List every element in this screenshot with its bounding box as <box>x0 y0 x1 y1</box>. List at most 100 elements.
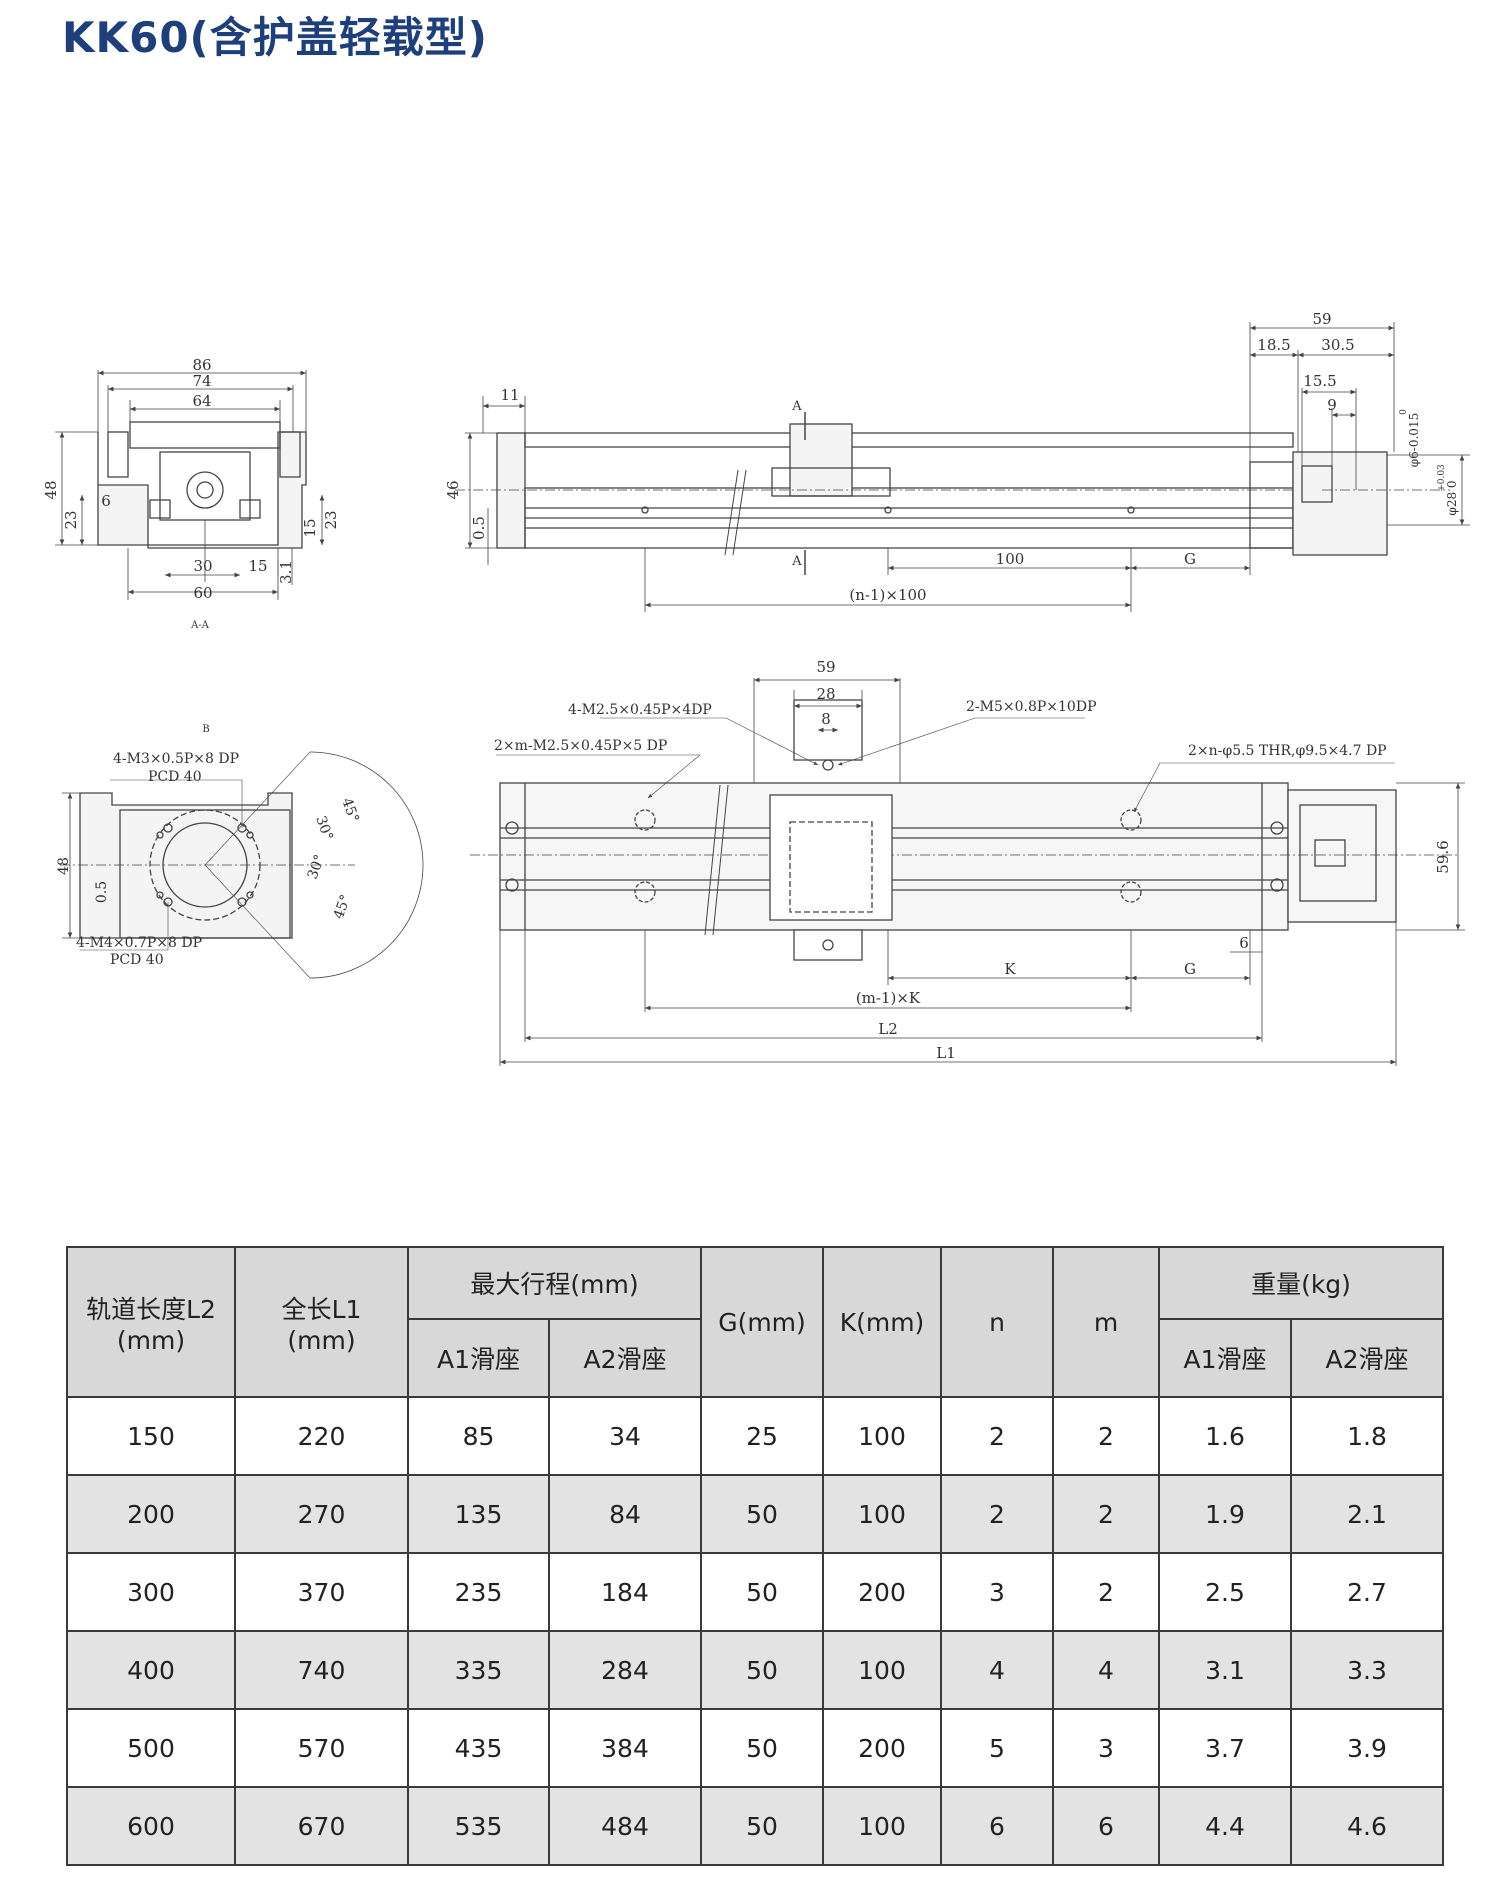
dim-15-5: 15.5 <box>1303 372 1336 390</box>
spec-table: 轨道长度L2 (mm) 全长L1 (mm) 最大行程(mm) G(mm) K(m… <box>66 1246 1445 1866</box>
view-b <box>60 751 424 979</box>
table-cell: 184 <box>548 1552 702 1632</box>
header-stroke-a1: A1滑座 <box>407 1318 550 1398</box>
boss-diameter: φ28 0 <box>1445 480 1459 515</box>
dim-g-side: G <box>1184 550 1196 568</box>
dim-59-side: 59 <box>1312 310 1331 328</box>
table-cell: 84 <box>548 1474 702 1554</box>
m25-5dp-note: 2×m-M2.5×0.45P×5 DP <box>494 738 667 754</box>
dim-6: 6 <box>101 492 111 510</box>
table-cell: 4.4 <box>1158 1786 1292 1866</box>
table-cell: 85 <box>407 1396 550 1476</box>
header-max-stroke: 最大行程(mm) <box>407 1246 702 1320</box>
table-cell: 1.8 <box>1289 1396 1445 1476</box>
side-view-labels: 11 46 0.5 A A 100 G (n-1)×100 59 18.5 30… <box>444 310 1459 604</box>
table-cell: 100 <box>822 1474 942 1554</box>
table-cell: 50 <box>700 1630 824 1710</box>
dim-30: 30 <box>193 557 212 575</box>
table-cell: 435 <box>407 1708 550 1788</box>
table-cell: 50 <box>700 1474 824 1554</box>
table-cell: 100 <box>822 1786 942 1866</box>
section-mark-bottom: A <box>791 554 802 569</box>
through-hole-note: 2×n-φ5.5 THR,φ9.5×4.7 DP <box>1188 743 1387 759</box>
table-cell: 1.9 <box>1158 1474 1292 1554</box>
table-cell: 500 <box>66 1708 236 1788</box>
dim-n-pitch: (n-1)×100 <box>849 586 926 604</box>
section-mark-top: A <box>791 399 802 414</box>
boss-tolerance: +0.03 <box>1437 464 1447 492</box>
dim-l2: L2 <box>878 1020 898 1038</box>
dim-48: 48 <box>42 480 60 499</box>
table-cell: 6 <box>1052 1786 1160 1866</box>
table-cell: 2.7 <box>1289 1552 1445 1632</box>
view-b-dim-48: 48 <box>56 857 72 875</box>
table-cell: 484 <box>548 1786 702 1866</box>
header-weight-a2: A2滑座 <box>1289 1318 1445 1398</box>
table-cell: 300 <box>66 1552 236 1632</box>
table-cell: 3.9 <box>1289 1708 1445 1788</box>
technical-drawing: 86 74 64 48 23 6 15 23 30 15 3.1 60 A-A <box>42 310 1470 1066</box>
table-row: 150 220 85 34 25 100 2 2 1.6 1.8 <box>66 1396 1445 1476</box>
table-cell: 4 <box>1052 1630 1160 1710</box>
shaft-tolerance: 0 <box>1399 409 1409 415</box>
shaft-diameter: φ6-0.015 <box>1407 413 1421 467</box>
table-cell: 50 <box>700 1786 824 1866</box>
dim-60: 60 <box>193 584 212 602</box>
table-cell: 220 <box>234 1396 409 1476</box>
m4-thread-note: 4-M4×0.7P×8 DP <box>76 935 202 951</box>
angle-45-top: 45° <box>338 796 362 825</box>
table-cell: 384 <box>548 1708 702 1788</box>
m25-4dp-note: 4-M2.5×0.45P×4DP <box>568 702 712 718</box>
dim-18-5: 18.5 <box>1257 336 1290 354</box>
table-subheader-row: A1滑座 A2滑座 A1滑座 A2滑座 <box>67 1318 1445 1398</box>
dim-64: 64 <box>192 392 211 410</box>
table-cell: 25 <box>700 1396 824 1476</box>
table-row: 200 270 135 84 50 100 2 2 1.9 2.1 <box>66 1474 1445 1554</box>
table-cell: 2 <box>1052 1552 1160 1632</box>
table-cell: 400 <box>66 1630 236 1710</box>
dim-74: 74 <box>192 372 211 390</box>
pcd-top: PCD 40 <box>148 769 202 785</box>
pcd-bottom: PCD 40 <box>110 952 164 968</box>
table-cell: 200 <box>822 1708 942 1788</box>
table-cell: 50 <box>700 1552 824 1632</box>
dim-59-6: 59.6 <box>1434 840 1452 873</box>
table-cell: 100 <box>822 1630 942 1710</box>
dim-l1: L1 <box>936 1044 956 1062</box>
table-row: 600 670 535 484 50 100 6 6 4.4 4.6 <box>66 1786 1445 1866</box>
table-cell: 600 <box>66 1786 236 1866</box>
table-header-row: 轨道长度L2 (mm) 全长L1 (mm) 最大行程(mm) G(mm) K(m… <box>66 1246 1445 1398</box>
table-row: 500 570 435 384 50 200 5 3 3.7 3.9 <box>66 1708 1445 1788</box>
table-cell: 570 <box>234 1708 409 1788</box>
m3-thread-note: 4-M3×0.5P×8 DP <box>113 751 239 767</box>
dim-15: 15 <box>301 518 319 537</box>
table-cell: 3 <box>1052 1708 1160 1788</box>
dim-28: 28 <box>816 685 835 703</box>
dim-23: 23 <box>62 510 80 529</box>
view-b-labels: B 4-M3×0.5P×8 DP PCD 40 4-M4×0.7P×8 DP P… <box>56 724 362 968</box>
page-title: KK60(含护盖轻载型) <box>62 13 488 62</box>
header-m: m <box>1052 1246 1160 1398</box>
table-cell: 200 <box>66 1474 236 1554</box>
dim-g-top: G <box>1184 960 1196 978</box>
header-g: G(mm) <box>700 1246 824 1398</box>
dim-86: 86 <box>192 356 211 374</box>
table-cell: 3.1 <box>1158 1630 1292 1710</box>
section-label: A-A <box>190 620 210 631</box>
table-cell: 2 <box>940 1396 1054 1476</box>
front-section-view <box>55 370 325 600</box>
table-cell: 50 <box>700 1708 824 1788</box>
table-cell: 3 <box>940 1552 1054 1632</box>
table-cell: 4 <box>940 1630 1054 1710</box>
table-row: 300 370 235 184 50 200 3 2 2.5 2.7 <box>66 1552 1445 1632</box>
front-view-labels: 86 74 64 48 23 6 15 23 30 15 3.1 60 A-A <box>42 356 340 631</box>
dim-m-pitch: (m-1)×K <box>856 989 921 1007</box>
table-cell: 535 <box>407 1786 550 1866</box>
view-b-dim-0-5: 0.5 <box>94 881 110 903</box>
dim-8: 8 <box>821 710 831 728</box>
table-cell: 370 <box>234 1552 409 1632</box>
dim-100: 100 <box>996 550 1025 568</box>
table-cell: 670 <box>234 1786 409 1866</box>
dim-11: 11 <box>500 386 519 404</box>
header-weight-a1: A1滑座 <box>1158 1318 1292 1398</box>
